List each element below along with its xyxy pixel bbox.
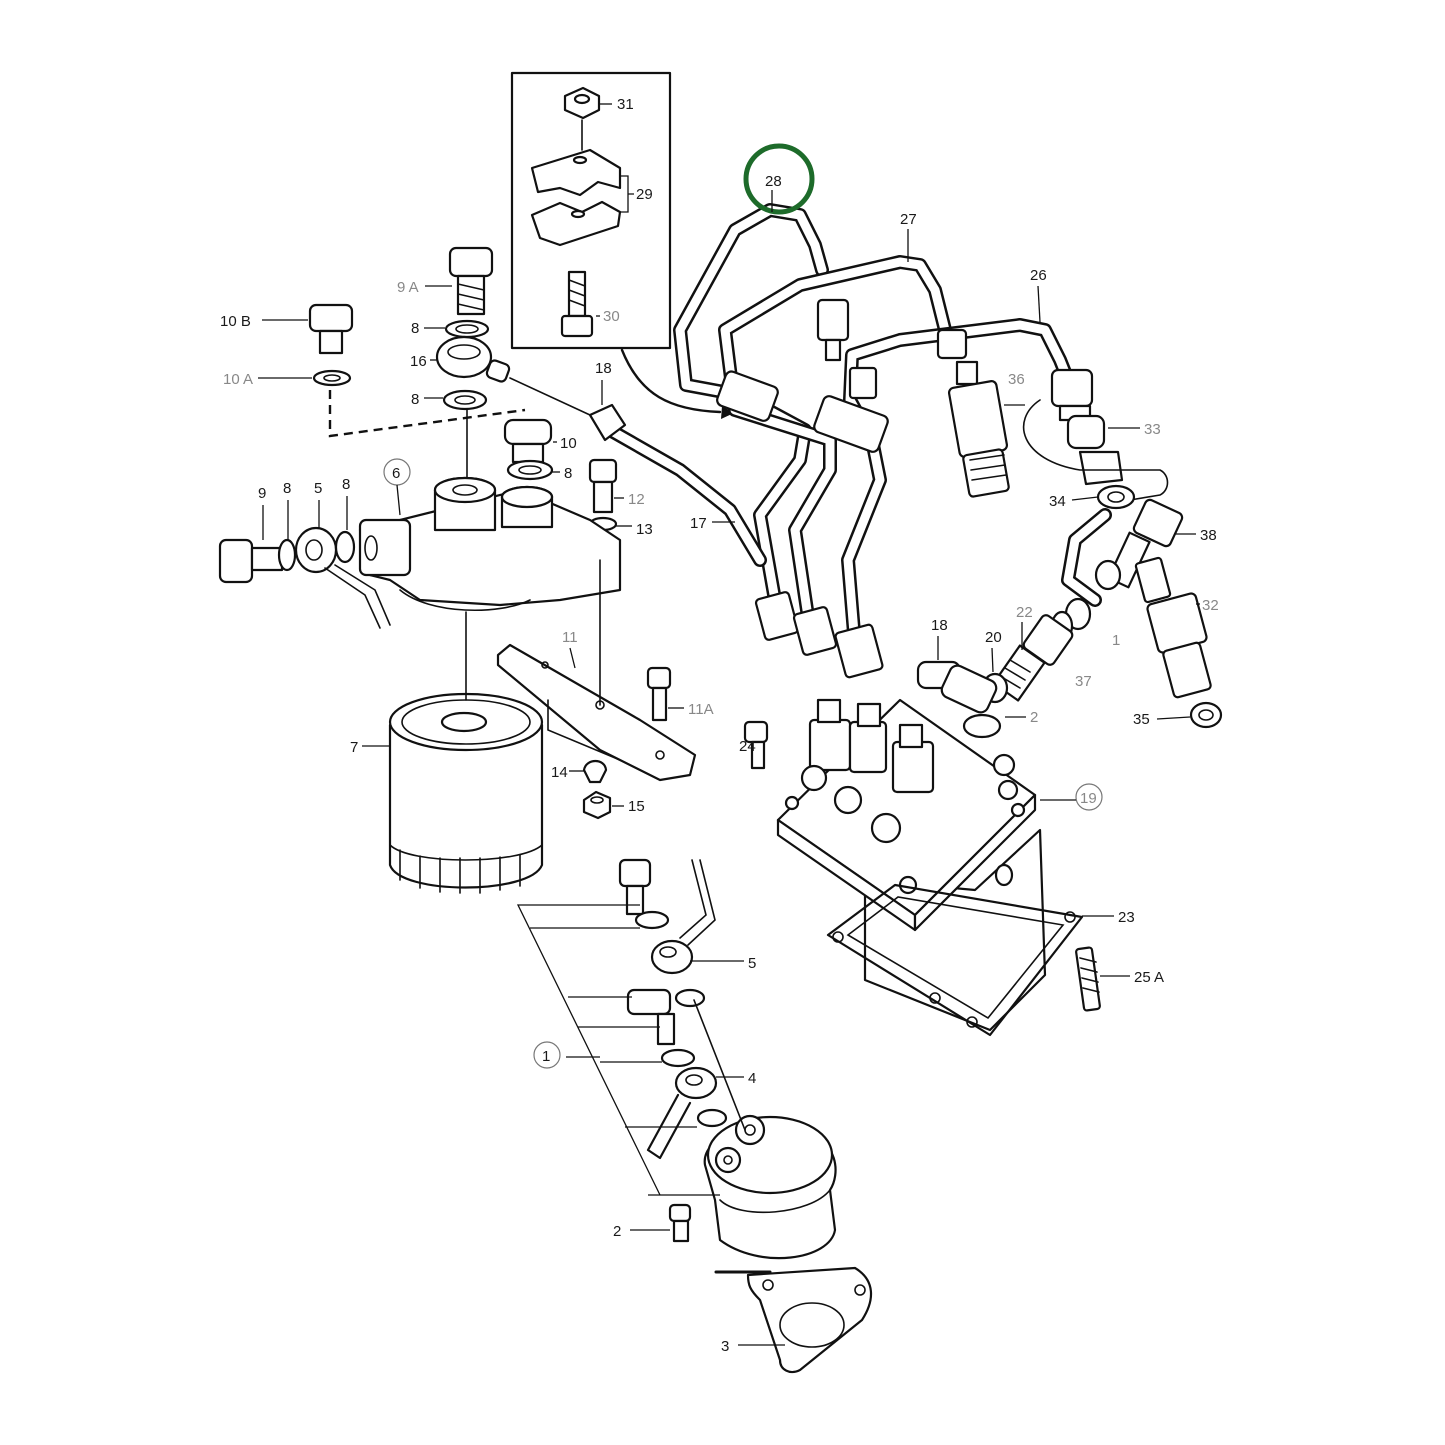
callout-10A: 10 A [223,371,253,388]
part-10B-plug[interactable] [308,303,354,355]
callout-22: 22 [1016,604,1033,621]
callout-9A: 9 A [397,279,419,296]
highlight-ring-28 [743,143,815,215]
callout-14: 14 [551,764,568,781]
callout-5a: 5 [314,480,322,497]
part-18-banjo-fitting[interactable] [916,660,999,715]
callout-11: 11 [562,629,578,646]
part-8-washer-c[interactable] [506,459,554,481]
injector-middle[interactable] [848,328,968,400]
callout-9: 9 [258,485,266,502]
part-35-washer[interactable] [1189,701,1223,729]
callout-3: 3 [721,1338,729,1355]
callout-34: 34 [1049,493,1066,510]
callout-10: 10 [560,435,577,452]
callout-15: 15 [628,798,645,815]
callout-2: 2 [613,1223,621,1240]
callout-23: 23 [1118,909,1135,926]
part-8-washer-b[interactable] [442,389,488,411]
callout-20: 20 [985,629,1002,646]
part-11-bracket[interactable] [496,643,697,782]
part-29-clamp-lower[interactable] [530,200,622,247]
callout-27: 27 [900,211,917,228]
callout-1: 1 [542,1048,550,1065]
callout-29: 29 [636,186,653,203]
part-25A-stud[interactable] [1075,946,1101,1012]
part-30-bolt[interactable] [560,270,594,338]
callout-8b: 8 [411,391,419,408]
part-17-hose[interactable] [588,403,767,567]
part-8-washer-a[interactable] [444,319,490,339]
part-10A-washer[interactable] [312,369,352,387]
callout-37: 37 [1075,673,1092,690]
callout-11A: 11A [688,701,714,718]
part-29-clamp-upper[interactable] [530,148,622,197]
part-7-fuel-filter[interactable] [388,692,544,894]
callout-8a: 8 [411,320,419,337]
part-23-gasket[interactable] [826,883,1084,1037]
part-2-stud[interactable] [668,1203,692,1243]
part-33-nuts[interactable] [1050,368,1124,486]
part-5-banjo-lower[interactable] [650,859,716,975]
callout-7: 7 [350,739,358,756]
part-9-bolt[interactable] [218,538,284,584]
feed-pump-assembly: 1 5 4 2 3 [516,858,873,1374]
callout-2-right: 2 [1030,709,1038,726]
callout-37-partial: 1 [1112,632,1120,649]
callout-35: 35 [1133,711,1150,728]
part-8-washer-e[interactable] [334,530,356,564]
callout-19: 19 [1080,790,1097,807]
callout-12: 12 [628,491,645,508]
part-5-banjo-left[interactable] [294,526,391,629]
part-11A-bolt[interactable] [646,666,672,722]
callout-33: 33 [1144,421,1161,438]
injector-pipes [673,203,1075,679]
callout-17: 17 [690,515,707,532]
part-36-injector[interactable] [947,360,1010,498]
callout-18b: 18 [931,617,948,634]
callout-36: 36 [1008,371,1025,388]
part-24-stud[interactable] [743,720,769,770]
callout-16: 16 [410,353,427,370]
part-31-nut[interactable] [563,86,601,120]
part-1-feed-pump[interactable] [703,1114,837,1260]
callout-4: 4 [748,1070,756,1087]
part-19-injection-pump[interactable] [776,698,1047,1032]
part-9A-bolt[interactable] [448,246,494,316]
callout-32: 32 [1202,597,1219,614]
clamp-inset: 31 29 30 [510,71,672,350]
callout-31: 31 [617,96,634,113]
part-15-nut[interactable] [582,790,612,820]
part-bolt-upper[interactable] [618,858,652,916]
part-34-washer[interactable] [1096,484,1136,510]
callout-8d: 8 [283,480,291,497]
part-14-clip[interactable] [582,759,608,784]
callout-13: 13 [636,521,653,538]
callout-30: 30 [603,308,620,325]
callout-24: 24 [739,738,756,755]
callout-8e: 8 [342,476,350,493]
callout-38: 38 [1200,527,1217,544]
callout-8c: 8 [564,465,572,482]
part-12-bolt[interactable] [588,458,618,514]
part-16-banjo[interactable] [435,335,511,383]
callout-5b: 5 [748,955,756,972]
part-32-injector[interactable] [1134,556,1212,699]
injector-left[interactable] [816,298,850,362]
callout-18a: 18 [595,360,612,377]
part-10-plug[interactable] [503,418,553,464]
callout-6: 6 [392,465,400,482]
part-bolt-middle[interactable] [626,988,676,1046]
callout-10B: 10 B [220,313,251,330]
callout-25A: 25 A [1134,969,1164,986]
part-8-washer-d[interactable] [277,538,297,572]
part-6-filter-head[interactable] [358,476,622,612]
callout-28: 28 [765,173,782,190]
callout-26: 26 [1030,267,1047,284]
part-3-gasket[interactable] [746,1266,873,1374]
